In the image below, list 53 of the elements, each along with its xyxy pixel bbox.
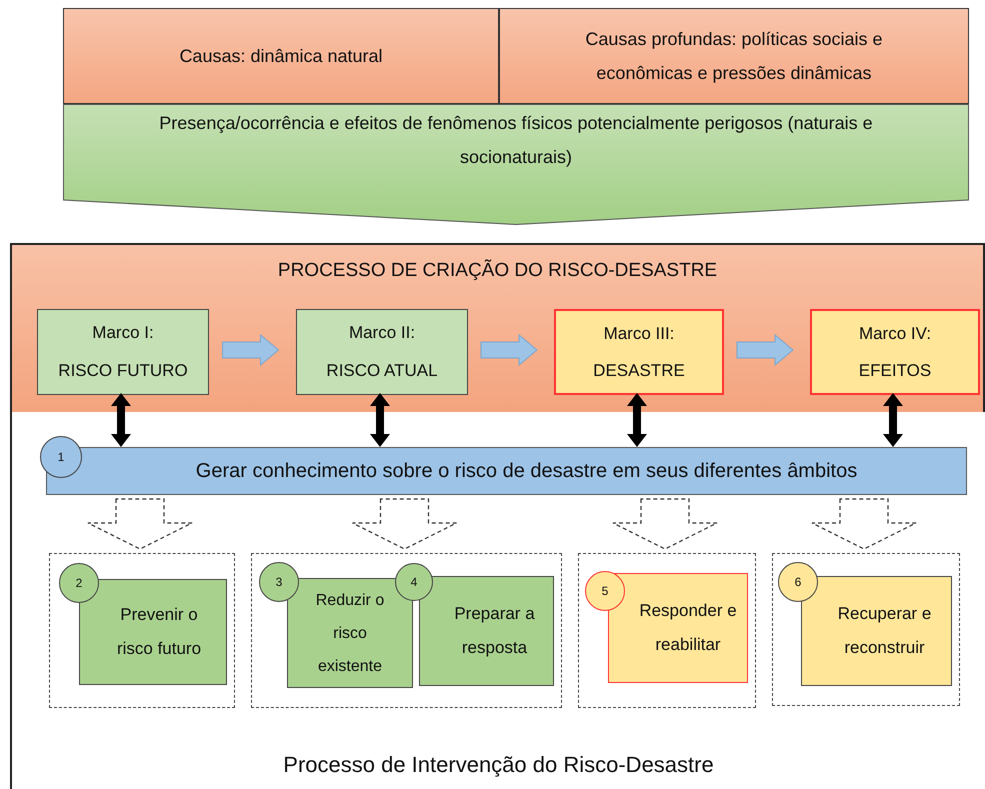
milestone-label: DESASTRE: [593, 360, 685, 382]
box-text: Causas profundas: políticas sociais e econômicas e pressões dinâmicas: [584, 28, 884, 85]
box-text: Prevenir o risco futuro: [116, 604, 202, 660]
band-title: Processo de Intervenção do Risco-Desastre: [283, 751, 714, 779]
cause-box: [499, 8, 969, 104]
step-number: 1: [58, 449, 64, 466]
step-number: 3: [276, 574, 282, 591]
action-box: [608, 573, 748, 683]
cause-box: [63, 8, 499, 104]
step-number: 4: [410, 574, 418, 591]
hollow-arrow: [811, 498, 917, 550]
arrow-shape-box: [63, 104, 969, 225]
process-band: [10, 243, 985, 414]
milestone-label: RISCO ATUAL: [326, 360, 438, 382]
box-text: Recuperar e reconstruir: [836, 603, 932, 659]
step-number: 6: [794, 574, 802, 591]
milestone-box: [810, 309, 980, 395]
milestone-label: EFEITOS: [858, 360, 932, 382]
milestone-box: [554, 309, 724, 395]
milestone-heading: Marco III:: [604, 322, 674, 345]
block-arrow: [736, 334, 794, 366]
box-text: Causas: dinâmica natural: [178, 44, 384, 68]
box-text: Presença/ocorrência e efeitos de fenômenos físicos potencialmente perigosos (naturais e socionaturais): [158, 112, 874, 169]
block-arrow: [480, 334, 538, 366]
double-arrow: [370, 393, 390, 447]
milestone-heading: Marco II:: [348, 322, 416, 344]
hollow-arrow: [352, 498, 458, 550]
action-box: [419, 576, 554, 686]
dashed-group-box: [251, 553, 562, 708]
hollow-arrow: [612, 498, 718, 550]
dashed-group-box: [772, 553, 960, 706]
box-text: Preparar a resposta: [453, 603, 536, 659]
knowledge-bar: [46, 447, 967, 495]
step-number: 2: [76, 575, 82, 592]
box-text: Gerar conhecimento sobre o risco de desastre em seus diferentes âmbitos: [194, 459, 858, 484]
box-text: Reduzir o risco existente: [314, 590, 386, 676]
double-arrow: [627, 393, 647, 447]
block-arrow: [222, 334, 280, 366]
milestone-box: [37, 309, 209, 395]
box-text: Responder e reabilitar: [638, 600, 738, 656]
hollow-arrow: [87, 498, 193, 550]
milestone-heading: Marco IV:: [858, 322, 932, 345]
process-band: [10, 412, 985, 789]
dashed-group-box: [578, 553, 756, 708]
dashed-group-box: [49, 553, 235, 708]
milestone-box: [296, 309, 468, 395]
action-box: [801, 576, 952, 686]
milestone-label: RISCO FUTURO: [58, 360, 188, 382]
double-arrow: [111, 393, 131, 447]
milestone-heading: Marco I:: [92, 322, 154, 344]
band-title: PROCESSO DE CRIAÇÃO DO RISCO-DESASTRE: [278, 258, 718, 283]
double-arrow: [883, 393, 903, 447]
step-number: 5: [602, 583, 608, 600]
